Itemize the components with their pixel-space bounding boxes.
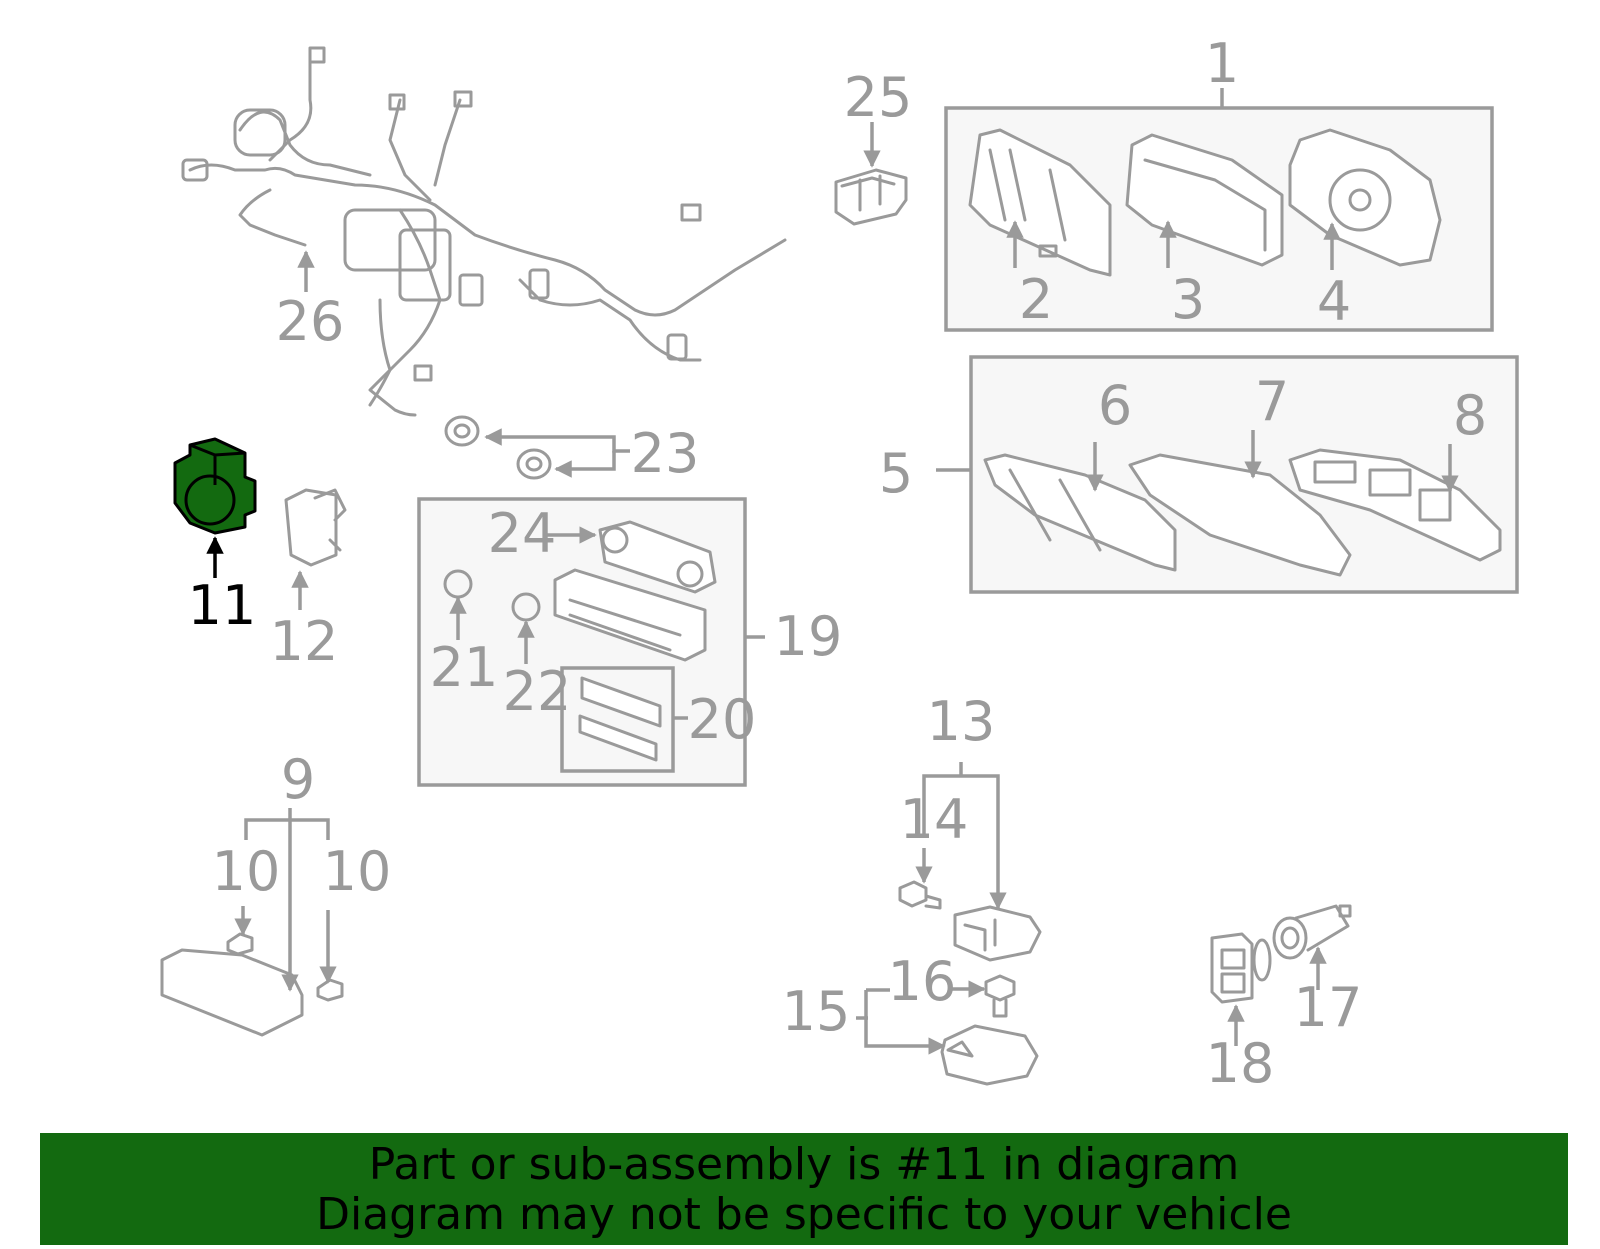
callout-7: 7 xyxy=(1255,370,1289,433)
callout-15: 15 xyxy=(782,980,851,1043)
callout-10a: 10 xyxy=(212,840,281,903)
bulb-10b xyxy=(316,978,344,1002)
callout-12: 12 xyxy=(270,610,339,673)
grommets-23 xyxy=(444,415,552,480)
callout-6: 6 xyxy=(1098,374,1132,437)
bulb-10a xyxy=(226,932,254,956)
bolt-16 xyxy=(984,974,1016,1018)
callout-16: 16 xyxy=(888,950,957,1013)
hazard-switch-15 xyxy=(940,1024,1039,1086)
switch-25 xyxy=(834,168,908,226)
panel-7 xyxy=(1128,453,1352,577)
callout-11: 11 xyxy=(188,574,257,637)
cluster-lens-3 xyxy=(1125,133,1284,267)
bolt-14 xyxy=(898,880,942,910)
callout-19: 19 xyxy=(774,605,843,668)
knob-22 xyxy=(511,592,541,622)
callout-23: 23 xyxy=(631,422,700,485)
callout-2: 2 xyxy=(1019,268,1053,331)
callout-18: 18 xyxy=(1206,1032,1275,1095)
callout-5: 5 xyxy=(879,442,913,505)
callout-4: 4 xyxy=(1317,270,1351,333)
callout-24: 24 xyxy=(488,502,557,565)
callout-20: 20 xyxy=(688,688,757,751)
control-unit-24 xyxy=(598,520,717,594)
callout-1: 1 xyxy=(1205,32,1239,95)
callout-22: 22 xyxy=(503,660,572,723)
buttons-20 xyxy=(578,676,662,762)
wiring-harness-26 xyxy=(181,46,787,417)
callout-14: 14 xyxy=(900,788,969,851)
bracket-12 xyxy=(284,488,347,567)
callout-3: 3 xyxy=(1171,268,1205,331)
info-banner: Part or sub-assembly is #11 in diagram D… xyxy=(40,1133,1568,1245)
meter-panel-8 xyxy=(1288,448,1502,562)
callout-9: 9 xyxy=(281,748,315,811)
banner-line-1: Part or sub-assembly is #11 in diagram xyxy=(368,1139,1240,1190)
switch-panel-9 xyxy=(160,948,304,1037)
callout-17: 17 xyxy=(1294,976,1363,1039)
banner-line-2: Diagram may not be specific to your vehi… xyxy=(316,1189,1292,1240)
cluster-cover-2 xyxy=(968,128,1112,277)
socket-18 xyxy=(1210,932,1272,1004)
panel-6 xyxy=(983,453,1177,572)
socket-17 xyxy=(1272,904,1352,960)
highlighted-part-11 xyxy=(173,437,257,535)
callout-8: 8 xyxy=(1453,384,1487,447)
callout-10b: 10 xyxy=(323,840,392,903)
heater-control-19 xyxy=(553,568,707,662)
callout-13: 13 xyxy=(927,690,996,753)
callout-25: 25 xyxy=(844,66,913,129)
callout-21: 21 xyxy=(430,636,499,699)
switch-13 xyxy=(953,905,1042,962)
callout-26: 26 xyxy=(276,290,345,353)
